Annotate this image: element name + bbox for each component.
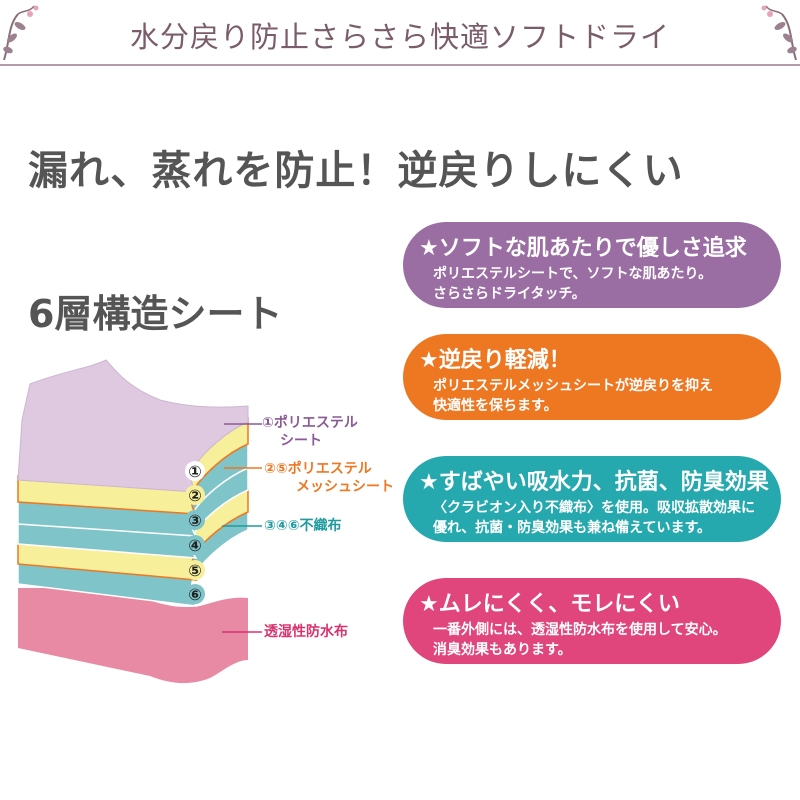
floral-ornament-right-icon (761, 5, 797, 61)
header-banner: 水分戻り防止さらさら快適ソフトドライ (0, 0, 800, 68)
feature-breathable-leakproof: ★ムレにくく、モレにくい 一番外側には、透湿性防水布を使用して安心。 消臭効果も… (403, 578, 781, 664)
layer-number-4: ④ (188, 536, 202, 555)
feature-title: ★すばやい吸水力、抗菌、防臭効果 (419, 470, 769, 495)
label-polyester-sheet: ①ポリエステル シート (262, 415, 358, 449)
label-nonwoven: ③④⑥不織布 (264, 518, 342, 534)
feature-title: ★逆戻り軽減！ (419, 348, 571, 373)
layer-number-5: ⑤ (188, 561, 202, 580)
layer-number-1: ① (188, 462, 202, 481)
header-divider (0, 64, 800, 66)
six-layer-diagram: ① ② ③ ④ ⑤ ⑥ ①ポリエステル シート ②⑤ポリエステル メッシュシート… (0, 340, 400, 700)
feature-description: 〈クラビオン入り不織布〉を使用。吸収拡散効果に 優れ、抗菌・防臭効果も兼ね備えて… (433, 500, 755, 536)
feature-description: ポリエステルメッシュシートが逆戻りを抑え 快適性を保ちます。 (433, 378, 713, 414)
feature-description: 一番外側には、透湿性防水布を使用して安心。 消臭効果もあります。 (433, 622, 727, 658)
feature-title: ★ソフトな肌あたりで優しさ追求 (419, 236, 747, 261)
feature-reduce-backflow: ★逆戻り軽減！ ポリエステルメッシュシートが逆戻りを抑え 快適性を保ちます。 (403, 334, 781, 420)
layer-number-3: ③ (188, 511, 202, 530)
main-headline: 漏れ、蒸れを防止！逆戻りしにくい (28, 148, 684, 194)
label-waterproof-fabric: 透湿性防水布 (264, 624, 348, 640)
layer-number-2: ② (188, 486, 202, 505)
page-title: 水分戻り防止さらさら快適ソフトドライ (129, 20, 670, 54)
floral-ornament-left-icon (3, 5, 39, 61)
layer-waterproof (18, 588, 248, 684)
layer-stack-illustration: ① ② ③ ④ ⑤ ⑥ (17, 359, 262, 684)
feature-description: ポリエステルシートで、ソフトな肌あたり。 さらさらドライタッチ。 (433, 266, 713, 302)
label-mesh-sheet: ②⑤ポリエステル メッシュシート (264, 461, 394, 495)
feature-absorb-antibacterial: ★すばやい吸水力、抗菌、防臭効果 〈クラビオン入り不織布〉を使用。吸収拡散効果に… (403, 456, 781, 542)
layer-number-6: ⑥ (188, 585, 202, 604)
structure-heading: 6層構造シート (28, 292, 283, 336)
feature-title: ★ムレにくく、モレにくい (419, 592, 680, 617)
feature-soft-touch: ★ソフトな肌あたりで優しさ追求 ポリエステルシートで、ソフトな肌あたり。 さらさ… (403, 222, 781, 308)
